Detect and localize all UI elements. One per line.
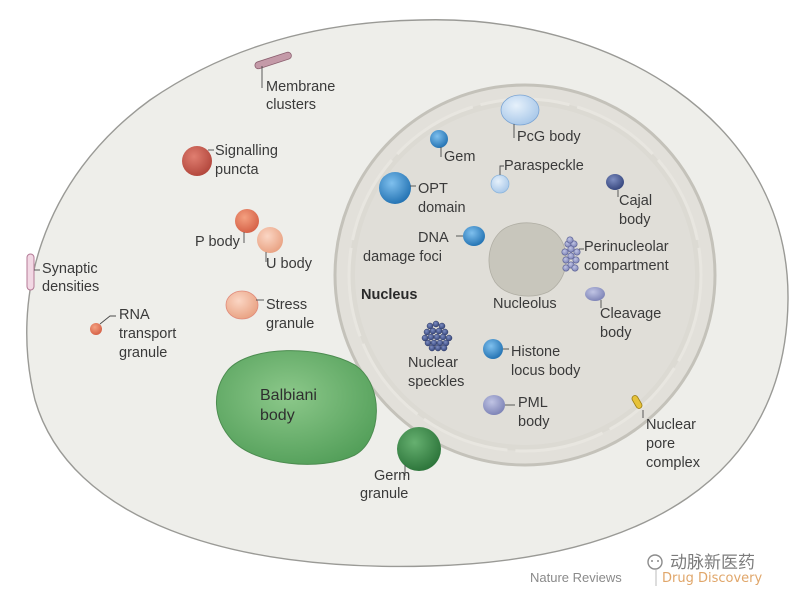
paraspeckle-shape bbox=[490, 174, 510, 194]
gem-shape bbox=[430, 130, 448, 148]
svg-text:puncta: puncta bbox=[215, 162, 259, 178]
signalling-puncta-label: Signalling bbox=[215, 143, 278, 159]
rna-transport-granule-label: RNA bbox=[119, 307, 150, 323]
synaptic-densities-label: Synaptic bbox=[42, 261, 98, 277]
cleavage-body-shape bbox=[585, 287, 605, 301]
svg-text:transport: transport bbox=[119, 326, 176, 342]
pml-body-shape bbox=[483, 395, 505, 415]
cajal-body-label: Cajal bbox=[619, 193, 652, 209]
source-journal-label: Nature Reviews bbox=[530, 570, 622, 585]
balbiani-body-shape bbox=[216, 350, 377, 465]
germ-granule-label: Germ bbox=[374, 468, 410, 484]
cajal-body-shape bbox=[606, 174, 624, 190]
cleavage-body-label: Cleavage bbox=[600, 306, 661, 322]
svg-text:body: body bbox=[260, 407, 295, 424]
histone-locus-body-label: Histone bbox=[511, 344, 560, 360]
svg-text:pore: pore bbox=[646, 436, 675, 452]
membrane-clusters-label: Membrane bbox=[266, 79, 335, 95]
dna-damage-foci-label: DNA bbox=[418, 230, 449, 246]
svg-text:complex: complex bbox=[646, 455, 701, 471]
p-body-label: P body bbox=[195, 234, 241, 250]
rna-transport-granule-shape bbox=[90, 323, 102, 335]
stress-granule-label: Stress bbox=[266, 297, 307, 313]
svg-text:compartment: compartment bbox=[584, 258, 669, 274]
svg-text:body: body bbox=[619, 212, 651, 228]
synaptic-densities-shape bbox=[26, 253, 35, 291]
source-subtitle-label: Drug Discovery bbox=[662, 571, 763, 586]
gem-label: Gem bbox=[444, 149, 475, 165]
germ-granule-shape bbox=[397, 427, 441, 471]
dna-damage-foci-shape bbox=[463, 226, 485, 246]
svg-text:granule: granule bbox=[119, 345, 167, 361]
pml-body-label: PML bbox=[518, 395, 548, 411]
nucleolus-label: Nucleolus bbox=[493, 296, 557, 312]
svg-text:body: body bbox=[518, 414, 550, 430]
pcg-body-shape bbox=[500, 94, 540, 126]
nuclear-pore-complex-shape bbox=[631, 395, 643, 409]
svg-text:granule: granule bbox=[360, 486, 408, 502]
nucleus-label: Nucleus bbox=[361, 287, 417, 303]
stress-granule-shape bbox=[225, 290, 259, 320]
svg-text:granule: granule bbox=[266, 316, 314, 332]
membrane-clusters-shape bbox=[254, 51, 292, 70]
chat-bubble-icon bbox=[647, 554, 663, 570]
balbiani-body-label: Balbiani bbox=[260, 387, 317, 404]
p-body-shape bbox=[235, 209, 259, 233]
pcg-body-label: PcG body bbox=[517, 129, 581, 145]
svg-text:speckles: speckles bbox=[408, 374, 464, 390]
svg-text:domain: domain bbox=[418, 200, 466, 216]
histone-locus-body-shape bbox=[483, 339, 503, 359]
nuclear-pore-complex-label: Nuclear bbox=[646, 417, 696, 433]
paraspeckle-label: Paraspeckle bbox=[504, 158, 584, 174]
perinucleolar-compartment-label: Perinucleolar bbox=[584, 239, 669, 255]
signalling-puncta-shape bbox=[182, 146, 212, 176]
nuclear-speckles-shape bbox=[421, 320, 453, 352]
svg-text:locus body: locus body bbox=[511, 363, 581, 379]
u-body-shape bbox=[257, 227, 283, 253]
opt-domain-label: OPT bbox=[418, 181, 448, 197]
nucleolus-shape bbox=[488, 222, 567, 297]
svg-text:clusters: clusters bbox=[266, 97, 316, 113]
svg-text:damage foci: damage foci bbox=[363, 249, 442, 265]
u-body-label: U body bbox=[266, 256, 313, 272]
watermark-text: 动脉新医药 bbox=[670, 553, 755, 573]
nuclear-speckles-label: Nuclear bbox=[408, 355, 458, 371]
perinucleolar-compartment-shape bbox=[561, 236, 581, 272]
opt-domain-shape bbox=[379, 172, 411, 204]
svg-text:densities: densities bbox=[42, 279, 99, 295]
watermark: 动脉新医药 bbox=[647, 553, 755, 573]
svg-text:body: body bbox=[600, 325, 632, 341]
